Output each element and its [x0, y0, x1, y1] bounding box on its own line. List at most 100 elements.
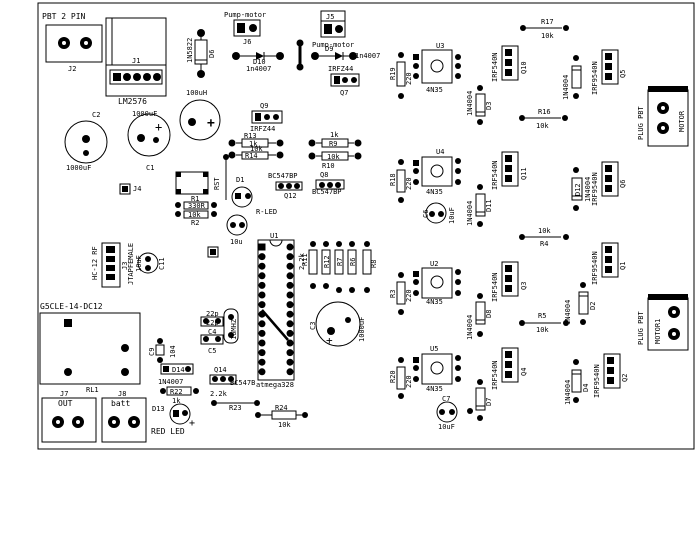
- led-d13: D13 + RED LED: [151, 403, 195, 436]
- u1-pin-pad: [286, 329, 294, 337]
- u1-pin-pad: [286, 339, 294, 347]
- u1-pin-pad: [258, 329, 266, 337]
- q12-type: BC547BP: [268, 172, 298, 180]
- transistor-q12: BC547BP Q12: [268, 172, 303, 200]
- capacitor-c3: + C3 1000uF: [309, 301, 366, 347]
- q9-type: IRFZ44: [250, 125, 275, 133]
- u5-type: 4N35: [426, 385, 443, 393]
- rled-label: R-LED: [256, 208, 277, 216]
- u1-pin-pad: [286, 301, 294, 309]
- c2-label: C2: [92, 111, 100, 119]
- j2-label: J2: [68, 65, 76, 73]
- c1-plus-mark: +: [155, 120, 162, 134]
- r17-label: R17: [541, 18, 554, 26]
- resistor-r3: R3 220: [389, 272, 413, 315]
- r24-value-a: 2.2k: [298, 252, 306, 270]
- d13-label: D13: [152, 405, 165, 413]
- u1-pin-pad: [258, 281, 266, 289]
- jhdr-label: JTAPFEMALE: [127, 243, 135, 285]
- optocoupler-u3: U3 4N35: [413, 42, 461, 94]
- u1-pin-pad: [258, 320, 266, 328]
- q4-label: Q4: [520, 368, 528, 376]
- j1-label: J1: [132, 57, 140, 65]
- connector-j8: J8 batt: [101, 390, 147, 443]
- resistor-r23: 2.2k R23: [210, 390, 260, 412]
- c4-label: C4: [208, 328, 216, 336]
- c6-value: 10uF: [448, 207, 456, 224]
- d3-label: D3: [485, 102, 493, 110]
- crystal-label: 16MHZ: [230, 319, 238, 340]
- u1-pin-pad: [286, 243, 294, 251]
- u1-pin-pad: [286, 358, 294, 366]
- diode-d10: D10 1n4007: [232, 52, 284, 73]
- r20-label: R20: [389, 370, 397, 383]
- c11-value: 10uF: [135, 255, 143, 272]
- r14-value: 10k: [250, 145, 263, 153]
- optocoupler-u5: U5 4N35: [413, 345, 461, 393]
- c1-label: C1: [146, 164, 154, 172]
- q10-type: IRF540N: [491, 52, 499, 82]
- q14-label: Q14: [214, 366, 227, 374]
- optocoupler-u4: U4 4N35: [413, 148, 461, 196]
- plug-pbt-b: PLUG PBT: [637, 310, 645, 345]
- connector-j5: J5 Pump-motor: [312, 10, 354, 49]
- u1-pin-pad: [258, 243, 266, 251]
- r6-label: R6: [349, 258, 357, 266]
- resistor-r14: 10k R14: [228, 145, 284, 160]
- testpoint-j4: J4: [119, 183, 141, 195]
- r13-value: 1k: [249, 140, 258, 148]
- crystal-16mhz: 16MHZ: [223, 308, 239, 344]
- u1-pin-pad: [258, 358, 266, 366]
- u1-pin-pad: [258, 349, 266, 357]
- q5-label: Q5: [619, 70, 627, 78]
- reset-button: RST: [175, 154, 229, 200]
- mosfet-q6: IRF9540N Q6: [591, 161, 627, 206]
- board-outline: [37, 2, 695, 450]
- j6-label: J6: [243, 38, 251, 46]
- c1-value: 1000uF: [132, 110, 157, 118]
- j7-label: J7: [60, 390, 68, 398]
- d10-value: 1n4007: [246, 65, 271, 73]
- q8-label: Q8: [320, 171, 328, 179]
- d8-value: 1N4004: [466, 315, 474, 340]
- c7-label: C7: [442, 395, 450, 403]
- c11-label: C11: [158, 257, 166, 270]
- r23-label: R23: [229, 404, 242, 412]
- r4-label: R4: [540, 240, 548, 248]
- j8-title: batt: [111, 399, 130, 408]
- r24-value-b: 10k: [278, 421, 291, 429]
- r12-label: R12: [323, 255, 331, 268]
- connector-j2: PBT 2 PIN J2: [42, 12, 103, 73]
- rst-label: RST: [213, 177, 221, 190]
- d9-label: D9: [325, 45, 333, 53]
- j6-title: Pump-motor: [224, 11, 266, 19]
- u3-type: 4N35: [426, 86, 443, 94]
- q3-type: IRF540N: [491, 272, 499, 302]
- q1-type: IRF9540N: [591, 251, 599, 285]
- r16-label: R16: [538, 108, 551, 116]
- d6-label: D6: [208, 50, 216, 58]
- resistor-r20: R20 220: [389, 357, 413, 399]
- j8-label: J8: [118, 390, 126, 398]
- u1-pin-pad: [286, 349, 294, 357]
- inductor-value: 100uH: [186, 89, 207, 97]
- c2-value: 1000uF: [66, 164, 91, 172]
- u3-label: U3: [436, 42, 444, 50]
- u1-pin-pad: [286, 368, 294, 376]
- j5-title: Pump-motor: [312, 41, 354, 49]
- resistor-r7: R7: [334, 241, 344, 293]
- c5-value: 22p: [206, 319, 219, 327]
- u1-pin-pad: [286, 253, 294, 261]
- u1-pin-pad: [286, 310, 294, 318]
- c9-value: 104: [169, 345, 177, 358]
- q4-type: IRF540N: [491, 360, 499, 390]
- r3-label: R3: [389, 290, 397, 298]
- mosfet-q9: Q9 IRFZ44: [250, 102, 283, 133]
- resistor-r4: 10k R4: [519, 227, 569, 248]
- q2-type: IRF9540N: [593, 364, 601, 398]
- d8-label: D8: [485, 310, 493, 318]
- lm2576-label: LM2576: [118, 97, 147, 106]
- diode-d5: 1N4004: [562, 55, 582, 100]
- resistor-r13: R13 1k: [228, 132, 284, 148]
- resistor-r9: 1k R9: [308, 131, 362, 148]
